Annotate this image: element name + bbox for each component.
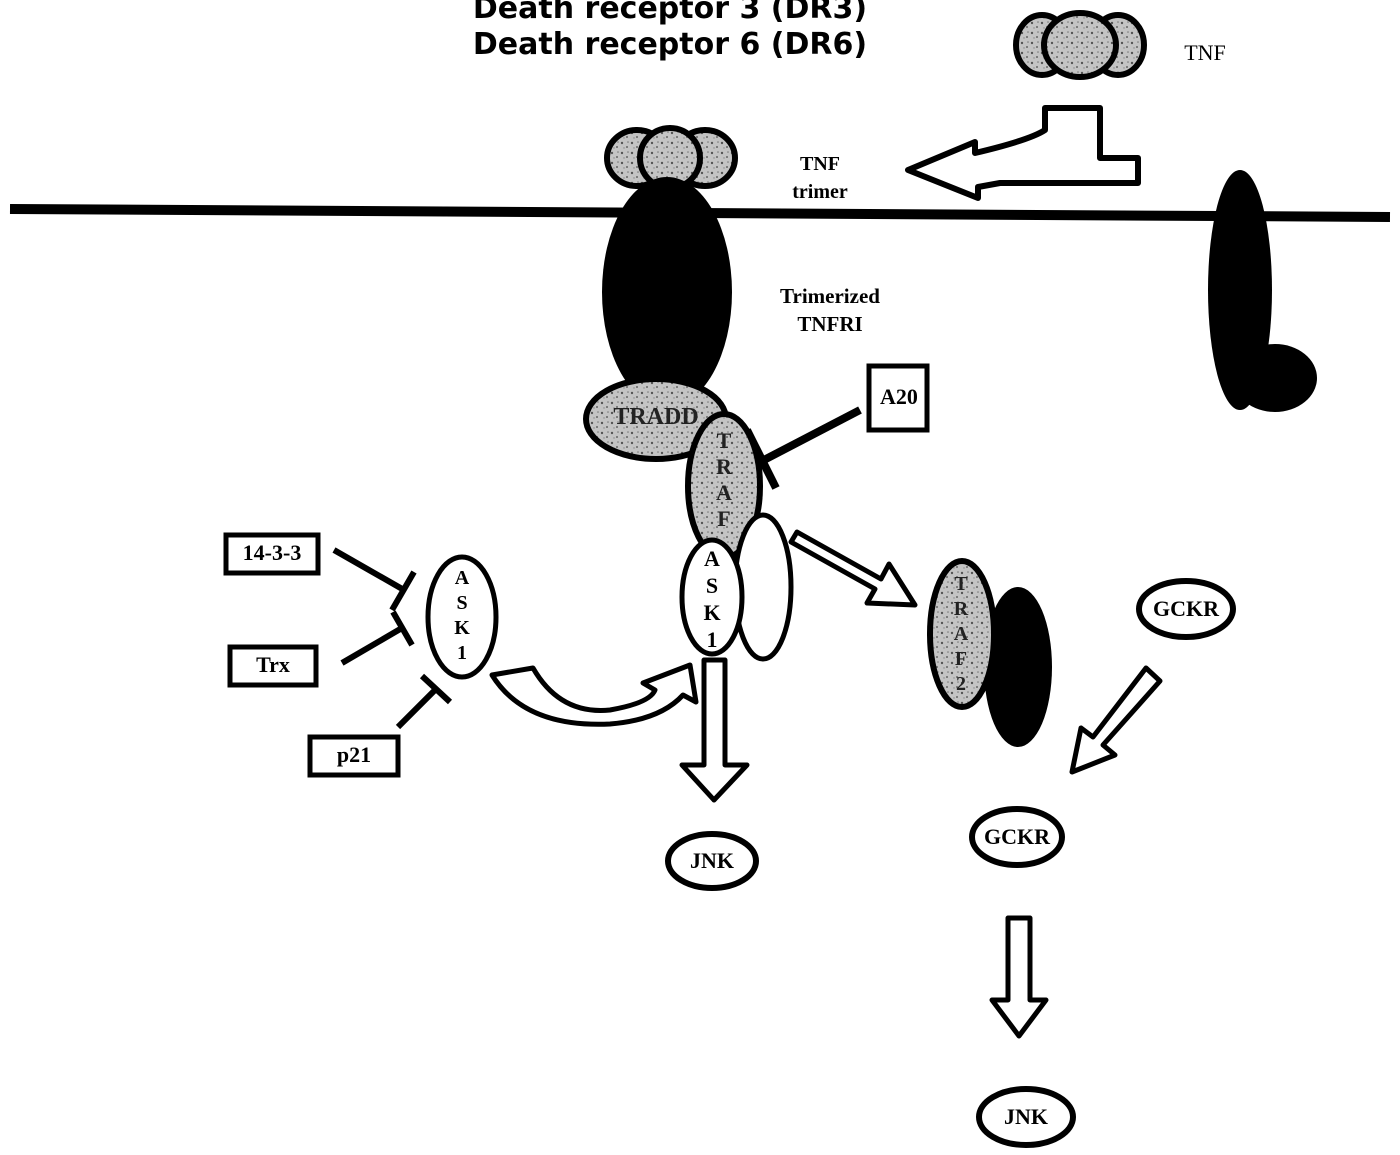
a20-label: A20 <box>868 384 930 410</box>
jnk-right-label: JNK <box>986 1104 1066 1130</box>
tnf-legend-icon <box>1016 13 1144 77</box>
other-receptor <box>1208 170 1317 412</box>
tnf-trimer-label-line1: TNF <box>770 150 870 178</box>
tnf-trimer-label: TNF trimer <box>770 150 870 206</box>
tnfr1-receptor <box>602 177 732 407</box>
ask1-bound-label: ASK1 <box>703 545 721 653</box>
inhibitor-p21-label: p21 <box>310 742 398 768</box>
title-line-2: Death receptor 6 (DR6) <box>380 28 960 62</box>
title-line-1: Death receptor 3 (DR3) <box>380 0 960 26</box>
ask1-recruit-arrow <box>492 665 696 724</box>
a20-inhibition <box>747 410 860 488</box>
tradd-label: TRADD <box>600 404 712 431</box>
traf-to-complex-arrow <box>791 532 915 605</box>
inhibitor-p21-line <box>398 676 450 727</box>
receptor-label: Trimerized TNFRI <box>750 282 910 338</box>
traf2-label: TRAF <box>716 428 732 532</box>
gckr-activation-arrow <box>1072 668 1160 772</box>
gckr-mid-label: GCKR <box>973 824 1061 850</box>
inhibitor-1433-label: 14-3-3 <box>226 540 318 566</box>
traf-right-label: TRAF2 <box>952 572 970 697</box>
tnf-trimer-label-line2: trimer <box>770 178 870 206</box>
tnf-label: TNF <box>1175 40 1235 66</box>
tnf-binding-arrow <box>908 108 1138 198</box>
receptor-label-line2: TNFRI <box>750 310 910 338</box>
gckr-top-label: GCKR <box>1142 596 1230 622</box>
gckr-to-jnk-arrow <box>992 918 1046 1036</box>
inhibitor-trx-line <box>342 612 412 663</box>
inhibitor-trx-label: Trx <box>230 652 316 678</box>
receptor-label-line1: Trimerized <box>750 282 910 310</box>
ask1-free-label: ASK1 <box>453 566 471 666</box>
jnk-left-label: JNK <box>672 848 752 874</box>
inhibitor-1433-line <box>334 550 414 610</box>
